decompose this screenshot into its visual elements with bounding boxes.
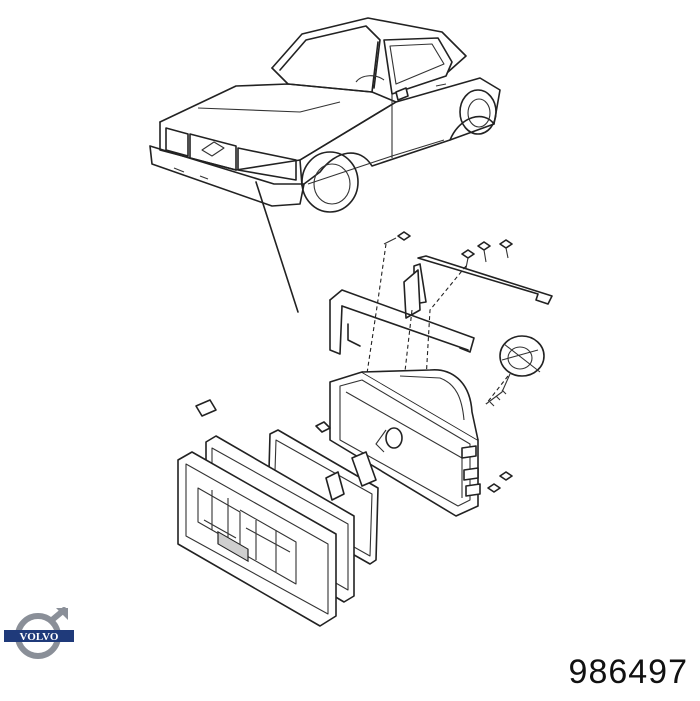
retaining-clip <box>195 399 217 417</box>
mounting-screws <box>383 231 513 269</box>
volvo-emblem-icon: VOLVO <box>4 607 74 659</box>
volvo-logo: VOLVO <box>4 606 76 696</box>
assembly-guide-lines <box>365 243 509 405</box>
part-number: 986497 <box>568 653 688 691</box>
headlight-housing <box>315 369 513 517</box>
upper-bracket <box>329 255 553 355</box>
adjuster-knob <box>485 335 545 407</box>
logo-wordmark: VOLVO <box>20 631 59 643</box>
headlight-lens <box>177 451 337 627</box>
car-outline <box>149 17 501 313</box>
